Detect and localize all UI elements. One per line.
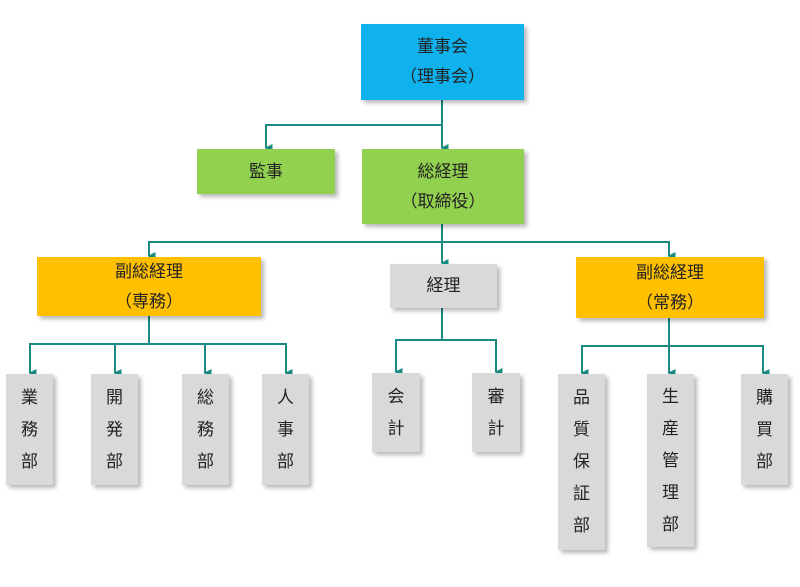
dept-char: 買 — [756, 419, 773, 440]
connector-to-development-dept — [113, 343, 149, 377]
dept-char: 購 — [756, 387, 773, 408]
dept-char: 産 — [662, 418, 679, 439]
dept-char: 審 — [487, 386, 505, 407]
connector-to-general-affairs-dept — [149, 343, 212, 377]
dept-char: 会 — [387, 386, 405, 407]
dept-char: 部 — [106, 451, 123, 472]
dept-char: 計 — [487, 418, 505, 439]
president-box: 総経理 （取締役） — [362, 149, 524, 224]
dept-char: 部 — [21, 451, 38, 472]
board-subtitle: （理事会） — [400, 67, 485, 87]
connector-president-to-vp-left — [147, 241, 442, 260]
connector-to-business-dept — [28, 343, 149, 377]
manager-label: 経理 — [426, 276, 461, 296]
president-subtitle: （取締役） — [400, 191, 486, 212]
dept-char: 質 — [573, 420, 590, 440]
vp-left-title: 副総経理 — [115, 261, 183, 282]
dept-char: 保 — [573, 452, 590, 472]
dept-char: 務 — [197, 419, 214, 440]
development-department-box: 開 発 部 — [91, 374, 138, 485]
vice-president-senior-box: 副総経理 （専務） — [37, 257, 261, 316]
connector-to-quality-dept — [580, 345, 669, 377]
dept-char: 務 — [21, 419, 38, 440]
dept-char: 管 — [662, 450, 679, 471]
connector-to-audit — [442, 339, 503, 376]
vice-president-managing-box: 副総経理 （常務） — [576, 257, 764, 318]
auditor-box: 監事 — [197, 149, 335, 194]
connector-to-hr-dept — [149, 343, 293, 377]
hr-department-box: 人 事 部 — [262, 374, 309, 485]
business-department-box: 業 務 部 — [6, 374, 53, 485]
audit-box: 審 計 — [472, 373, 520, 452]
quality-assurance-department-box: 品 質 保 証 部 — [558, 374, 605, 550]
purchasing-department-box: 購 買 部 — [741, 374, 788, 485]
vp-right-title: 副総経理 — [636, 262, 704, 283]
connector-to-accounting — [394, 339, 442, 376]
accounting-box: 会 計 — [372, 373, 420, 452]
vp-left-subtitle: （専務） — [115, 291, 183, 312]
connector-president-to-vp-right — [442, 241, 676, 260]
dept-char: 部 — [277, 451, 294, 472]
president-title: 総経理 — [417, 161, 469, 182]
general-affairs-department-box: 総 務 部 — [182, 374, 229, 485]
dept-char: 事 — [277, 419, 294, 440]
dept-char: 部 — [662, 514, 679, 535]
vp-right-subtitle: （常務） — [636, 292, 704, 313]
dept-char: 品 — [573, 388, 590, 408]
dept-char: 業 — [21, 387, 38, 408]
connector-to-purchasing-dept — [669, 345, 770, 377]
board-of-directors-box: 董事会 （理事会） — [361, 24, 524, 100]
connector-board-to-auditor — [264, 124, 442, 152]
dept-char: 総 — [197, 387, 214, 408]
dept-char: 部 — [573, 516, 590, 536]
board-title: 董事会 — [417, 37, 468, 57]
dept-char: 人 — [277, 387, 294, 408]
dept-char: 発 — [106, 419, 123, 440]
dept-char: 生 — [662, 386, 679, 407]
dept-char: 開 — [106, 387, 123, 408]
auditor-label: 監事 — [249, 161, 283, 182]
production-management-department-box: 生 産 管 理 部 — [647, 374, 694, 547]
dept-char: 理 — [662, 482, 679, 503]
dept-char: 部 — [197, 451, 214, 472]
manager-box: 経理 — [390, 264, 497, 308]
dept-char: 部 — [756, 451, 773, 472]
dept-char: 計 — [387, 418, 405, 439]
dept-char: 証 — [573, 484, 590, 504]
